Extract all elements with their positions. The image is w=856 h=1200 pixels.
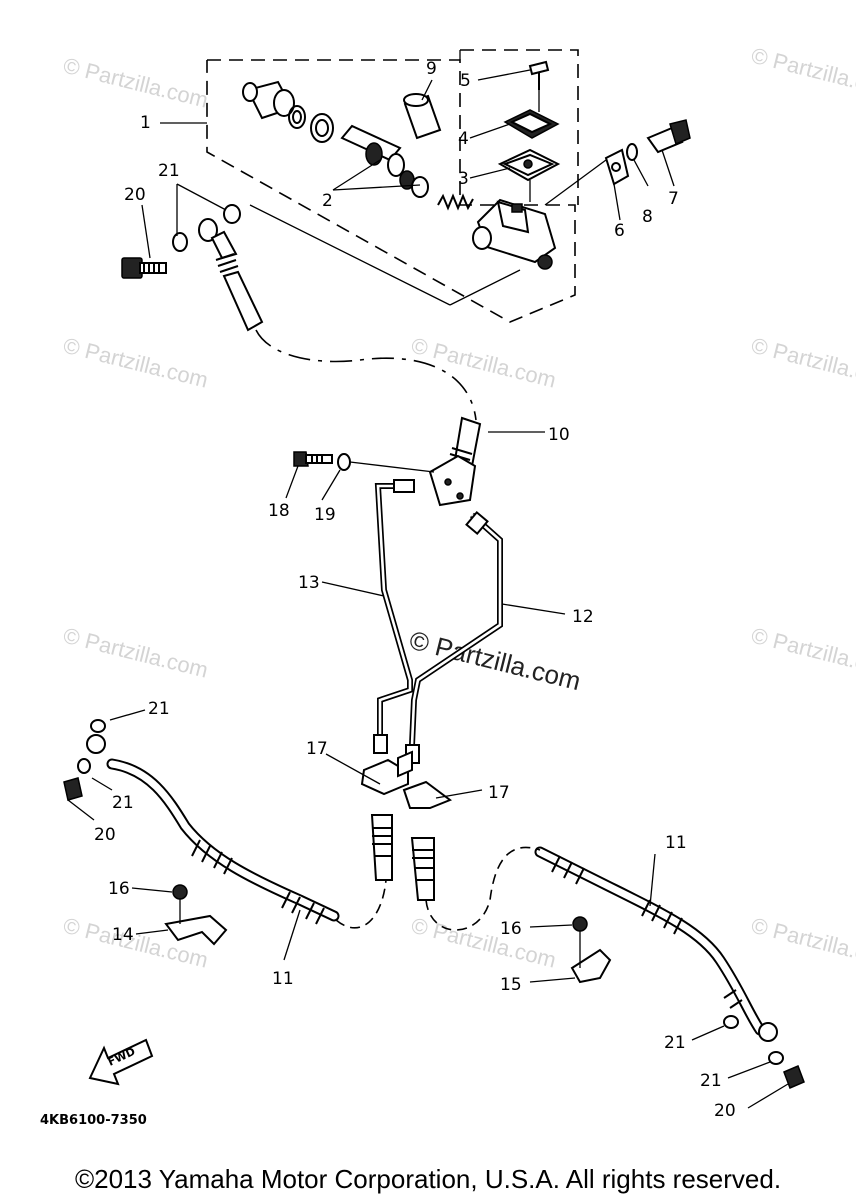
label-3: 3 bbox=[458, 169, 469, 189]
watermark: © Partzilla.com bbox=[749, 333, 856, 393]
piston bbox=[340, 124, 429, 198]
label-18: 18 bbox=[268, 501, 290, 521]
watermark: © Partzilla.com bbox=[61, 53, 211, 113]
watermark: © Partzilla.com bbox=[749, 43, 856, 103]
watermark: © Partzilla.com bbox=[409, 913, 559, 973]
brake-hose-route bbox=[255, 329, 477, 421]
lower-hose-fittings bbox=[370, 814, 435, 901]
hose-route-left bbox=[335, 879, 387, 929]
brake-pipes bbox=[373, 479, 503, 764]
watermark: © Partzilla.com bbox=[61, 333, 211, 393]
label-7: 7 bbox=[668, 189, 679, 209]
watermark: © Partzilla.com bbox=[409, 333, 559, 393]
piston-sleeve bbox=[242, 80, 295, 120]
master-cylinder-body bbox=[472, 198, 557, 270]
watermark: © Partzilla.com bbox=[749, 623, 856, 683]
forward-arrow-icon: FWD bbox=[88, 1038, 154, 1086]
joint-bolt bbox=[293, 451, 333, 467]
label-17b: 17 bbox=[488, 783, 510, 803]
label-8: 8 bbox=[642, 207, 653, 227]
label-20c: 20 bbox=[714, 1101, 736, 1121]
hose-bracket-right bbox=[570, 916, 612, 984]
copper-washer bbox=[223, 204, 241, 224]
copper-washer bbox=[172, 232, 188, 252]
copyright-notice: ©2013 Yamaha Motor Corporation, U.S.A. A… bbox=[74, 1164, 782, 1194]
hose-route-right bbox=[425, 846, 541, 931]
label-21e: 21 bbox=[700, 1071, 722, 1091]
brake-hose-right bbox=[534, 846, 805, 1089]
pipe-clamp bbox=[360, 750, 453, 809]
label-16a: 16 bbox=[108, 879, 130, 899]
washer-seal bbox=[310, 113, 334, 143]
part-labels: 1 2 3 4 5 6 7 8 9 10 11 11 12 13 14 15 1… bbox=[94, 59, 736, 1121]
diagram-code: 4KB6100-7350 bbox=[40, 1113, 147, 1128]
reservoir-cap bbox=[497, 148, 561, 182]
label-16b: 16 bbox=[500, 919, 522, 939]
watermark-center: © Partzilla.com bbox=[407, 625, 584, 696]
spring bbox=[437, 193, 474, 211]
label-21c: 21 bbox=[112, 793, 134, 813]
brake-hose-left bbox=[63, 719, 340, 925]
label-19: 19 bbox=[314, 505, 336, 525]
washer bbox=[626, 143, 638, 161]
master-cylinder-kit-outline bbox=[206, 59, 576, 323]
lever-bracket bbox=[604, 148, 630, 186]
hose-banjo-fitting bbox=[198, 218, 264, 332]
reservoir-kit-outline bbox=[460, 49, 579, 205]
label-21d: 21 bbox=[664, 1033, 686, 1053]
label-10: 10 bbox=[548, 425, 570, 445]
master-cylinder-assembly bbox=[121, 49, 691, 332]
label-13: 13 bbox=[298, 573, 320, 593]
label-14: 14 bbox=[112, 925, 134, 945]
bushing bbox=[403, 93, 442, 140]
joint-washer bbox=[337, 453, 351, 471]
label-1: 1 bbox=[140, 113, 151, 133]
watermark: © Partzilla.com bbox=[749, 913, 856, 973]
label-20b: 20 bbox=[94, 825, 116, 845]
label-9: 9 bbox=[426, 59, 437, 79]
label-12: 12 bbox=[572, 607, 594, 627]
label-15b: 15 bbox=[500, 975, 522, 995]
label-11a: 11 bbox=[272, 969, 294, 989]
label-17a: 17 bbox=[306, 739, 328, 759]
leader-lines bbox=[67, 69, 789, 1109]
label-2: 2 bbox=[322, 191, 333, 211]
label-11b: 11 bbox=[665, 833, 687, 853]
bolt bbox=[646, 119, 691, 154]
label-6: 6 bbox=[614, 221, 625, 241]
diaphragm-plate bbox=[503, 109, 560, 139]
circlip bbox=[288, 105, 306, 129]
label-4: 4 bbox=[458, 129, 469, 149]
brake-hose-joint bbox=[428, 416, 482, 507]
label-21b: 21 bbox=[148, 699, 170, 719]
hose-bracket-left bbox=[164, 884, 228, 946]
watermark: © Partzilla.com bbox=[61, 623, 211, 683]
label-20a: 20 bbox=[124, 185, 146, 205]
label-5a: 5 bbox=[460, 71, 471, 91]
cap-screw bbox=[528, 60, 550, 90]
label-21a: 21 bbox=[158, 161, 180, 181]
banjo-bolt bbox=[121, 257, 167, 279]
